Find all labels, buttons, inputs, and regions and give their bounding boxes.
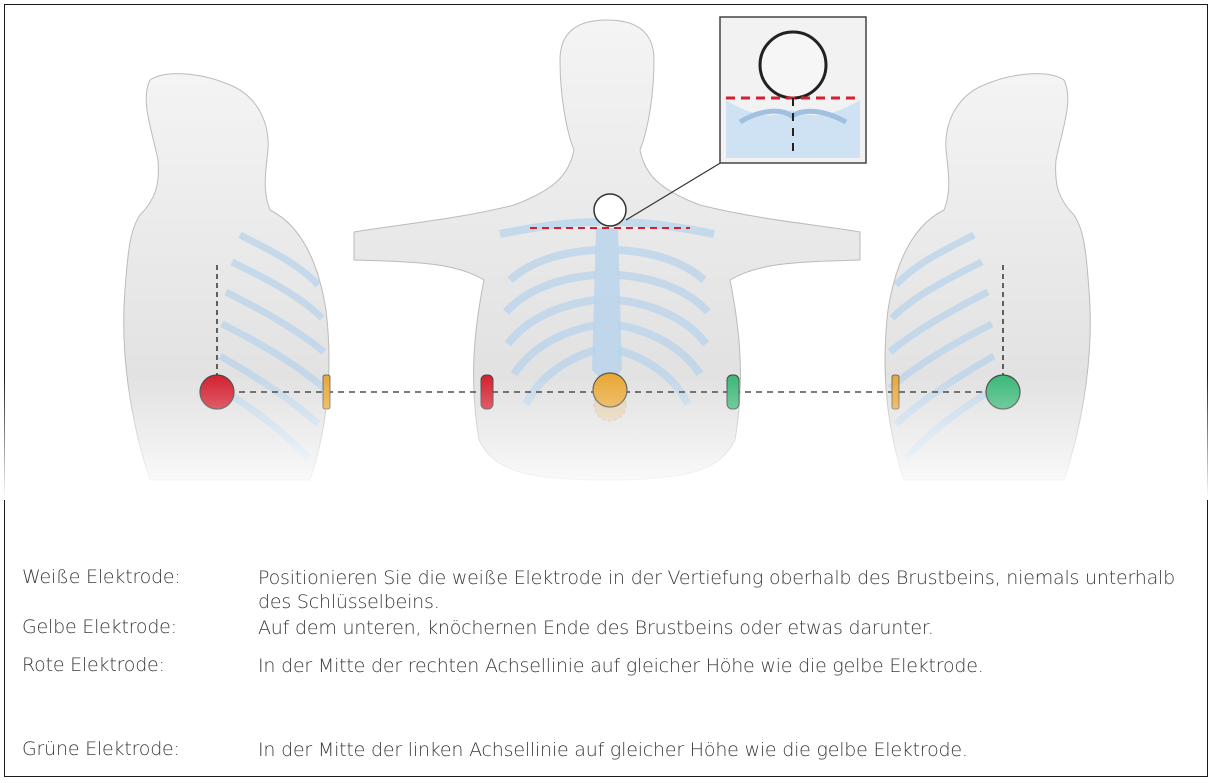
legend-label-white: Weiße Elektrode: xyxy=(22,566,181,588)
legend-label-green: Grüne Elektrode: xyxy=(22,738,180,760)
legend-desc-green: In der Mitte der linken Achsellinie auf … xyxy=(258,738,1188,762)
legend-label-red: Rote Elektrode: xyxy=(22,654,165,676)
legend-label-yellow: Gelbe Elektrode: xyxy=(22,616,177,638)
legend-desc-yellow: Auf dem unteren, knöchernen Ende des Bru… xyxy=(258,616,1188,640)
legend-desc-white: Positionieren Sie die weiße Elektrode in… xyxy=(258,566,1188,614)
legend-desc-red: In der Mitte der rechten Achsellinie auf… xyxy=(258,654,1188,678)
